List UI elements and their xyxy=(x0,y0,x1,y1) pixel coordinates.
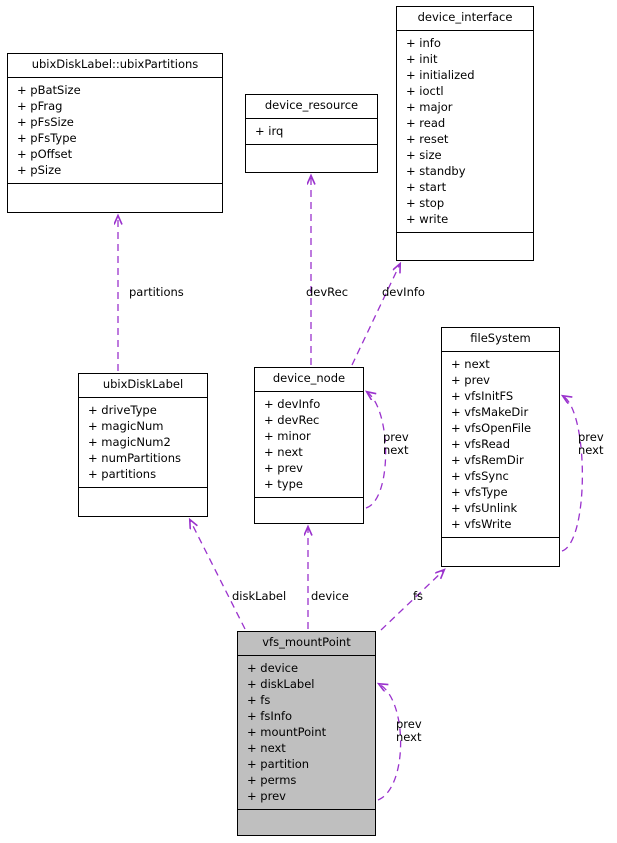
class-attribute: + next xyxy=(451,356,490,371)
class-attribute: + type xyxy=(264,476,303,491)
class-attributes-device_node: + devInfo+ devRec+ minor+ next+ prev+ ty… xyxy=(255,392,363,498)
class-attribute: + vfsWrite xyxy=(451,516,512,531)
class-box-device_resource[interactable]: device_resource + irq xyxy=(245,94,378,173)
class-methods-fileSystem xyxy=(442,538,559,560)
class-attribute: + next xyxy=(264,444,303,459)
class-box-ubixDiskLabel[interactable]: ubixDiskLabel+ driveType+ magicNum+ magi… xyxy=(78,373,208,517)
edge-filesystem-selfloop xyxy=(562,396,584,552)
class-attribute: + perms xyxy=(247,772,297,787)
class-attribute: + pFsType xyxy=(17,130,77,145)
class-attributes-device_resource: + irq xyxy=(246,119,377,145)
class-attribute: + driveType xyxy=(88,402,157,417)
class-attribute: + magicNum2 xyxy=(88,434,171,449)
class-methods-device_node xyxy=(255,498,363,520)
class-attribute: + pFsSize xyxy=(17,114,74,129)
class-attribute: + numPartitions xyxy=(88,450,181,465)
class-attribute: + prev xyxy=(451,372,490,387)
class-attribute: + vfsMakeDir xyxy=(451,404,529,419)
class-title-vfs_mountPoint: vfs_mountPoint xyxy=(238,632,375,656)
edge-label-e-devnode-self: prev next xyxy=(383,430,409,457)
class-attributes-ubixPartitions: + pBatSize+ pFrag+ pFsSize+ pFsType+ pOf… xyxy=(8,78,222,184)
class-attribute: + vfsInitFS xyxy=(451,388,514,403)
class-attributes-ubixDiskLabel: + driveType+ magicNum+ magicNum2+ numPar… xyxy=(79,398,207,488)
class-methods-ubixPartitions xyxy=(8,184,222,206)
class-methods-device_interface xyxy=(397,233,533,255)
class-methods-vfs_mountPoint xyxy=(238,810,375,832)
class-attribute: + vfsRemDir xyxy=(451,452,524,467)
class-attributes-vfs_mountPoint: + device+ diskLabel+ fs+ fsInfo+ mountPo… xyxy=(238,656,375,810)
class-attribute: + start xyxy=(406,179,447,194)
class-attribute: + prev xyxy=(264,460,303,475)
class-attribute: + vfsUnlink xyxy=(451,500,518,515)
class-attribute: + magicNum xyxy=(88,418,164,433)
class-attribute: + prev xyxy=(247,788,286,803)
class-attribute: + reset xyxy=(406,131,449,146)
class-attribute: + stop xyxy=(406,195,445,210)
class-box-vfs_mountPoint[interactable]: vfs_mountPoint+ device+ diskLabel+ fs+ f… xyxy=(237,631,376,836)
class-attribute: + vfsSync xyxy=(451,468,509,483)
class-attribute: + next xyxy=(247,740,286,755)
class-attribute: + irq xyxy=(255,123,284,138)
class-attribute: + fsInfo xyxy=(247,708,293,723)
edge-label-e-filesystem-self: prev next xyxy=(578,430,604,457)
class-attribute: + devInfo xyxy=(264,396,321,411)
edge-label-e-fs: fs xyxy=(413,589,424,603)
class-attribute: + minor xyxy=(264,428,311,443)
edge-label-e-device: device xyxy=(311,589,349,603)
class-attribute: + size xyxy=(406,147,442,162)
class-attribute: + partitions xyxy=(88,466,157,481)
class-attribute: + diskLabel xyxy=(247,676,315,691)
class-title-device_node: device_node xyxy=(255,368,363,392)
class-title-fileSystem: fileSystem xyxy=(442,328,559,352)
class-attribute: + fs xyxy=(247,692,271,707)
class-title-device_interface: device_interface xyxy=(397,7,533,31)
class-attribute: + read xyxy=(406,115,446,130)
class-attribute: + vfsType xyxy=(451,484,508,499)
class-attribute: + pFrag xyxy=(17,98,63,113)
class-title-ubixPartitions: ubixDiskLabel::ubixPartitions xyxy=(8,54,222,78)
class-attribute: + pBatSize xyxy=(17,82,81,97)
class-box-fileSystem[interactable]: fileSystem+ next+ prev+ vfsInitFS+ vfsMa… xyxy=(441,327,560,567)
edge-devinfo xyxy=(351,264,400,366)
edge-label-e-devInfo: devInfo xyxy=(382,285,425,299)
class-attribute: + partition xyxy=(247,756,310,771)
class-attribute: + standby xyxy=(406,163,466,178)
class-title-ubixDiskLabel: ubixDiskLabel xyxy=(79,374,207,398)
class-methods-ubixDiskLabel xyxy=(79,488,207,510)
class-attribute: + init xyxy=(406,51,438,66)
class-attribute: + mountPoint xyxy=(247,724,327,739)
class-attribute: + pSize xyxy=(17,162,62,177)
edge-disklabel xyxy=(190,520,246,630)
class-attribute: + device xyxy=(247,660,299,675)
class-attribute: + info xyxy=(406,35,441,50)
class-attribute: + devRec xyxy=(264,412,320,427)
class-box-device_interface[interactable]: device_interface+ info+ init+ initialize… xyxy=(396,6,534,261)
class-attribute: + major xyxy=(406,99,453,114)
class-methods-device_resource xyxy=(246,145,377,167)
class-attribute: + vfsRead xyxy=(451,436,511,451)
edge-label-e-partitions: partitions xyxy=(129,285,184,299)
edge-label-e-mountpoint-self: prev next xyxy=(396,717,422,744)
edge-label-e-devRec: devRec xyxy=(306,285,349,299)
class-title-device_resource: device_resource xyxy=(246,95,377,119)
edge-label-e-diskLabel: diskLabel xyxy=(232,589,287,603)
class-box-device_node[interactable]: device_node+ devInfo+ devRec+ minor+ nex… xyxy=(254,367,364,524)
class-attributes-fileSystem: + next+ prev+ vfsInitFS+ vfsMakeDir+ vfs… xyxy=(442,352,559,538)
class-attribute: + ioctl xyxy=(406,83,444,98)
class-attribute: + initialized xyxy=(406,67,475,82)
class-attributes-device_interface: + info+ init+ initialized+ ioctl+ major+… xyxy=(397,31,533,233)
class-attribute: + write xyxy=(406,211,449,226)
class-box-ubixPartitions[interactable]: ubixDiskLabel::ubixPartitions+ pBatSize+… xyxy=(7,53,223,213)
class-attribute: + pOffset xyxy=(17,146,73,161)
class-attribute: + vfsOpenFile xyxy=(451,420,532,435)
